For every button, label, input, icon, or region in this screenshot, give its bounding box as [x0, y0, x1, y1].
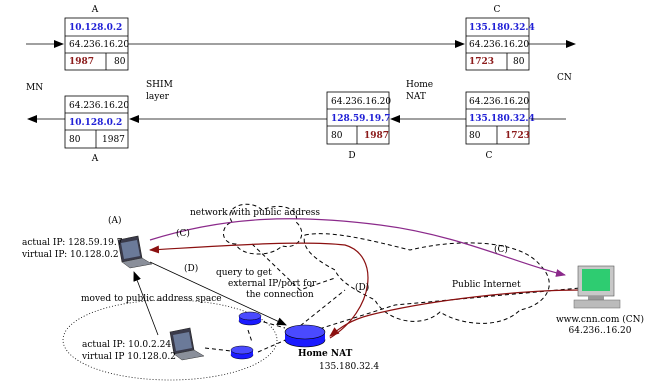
- shim-label-2: layer: [146, 92, 170, 102]
- dashed-link: [251, 243, 336, 291]
- packet-c-bottom: 64.236.16.20 135.180.32.4 80 1723 C: [465, 91, 535, 161]
- src-port: 80: [469, 131, 481, 141]
- router-icon: [230, 345, 254, 360]
- packet-label: D: [348, 151, 355, 161]
- shim-label: SHIM: [146, 80, 173, 90]
- cnn-label-1: www.cnn.com (CN): [556, 314, 644, 325]
- packet-a-bottom: 64.236.16.20 10.128.0.2 80 1987 A: [64, 95, 129, 164]
- dst-port: 80: [513, 57, 525, 67]
- src-ip: 64.236.16.20: [469, 97, 529, 107]
- src-port: 1723: [469, 57, 494, 67]
- cnn-label-2: 64.236..16.20: [569, 326, 632, 336]
- mark-a: (A): [108, 215, 122, 226]
- private-virtual-ip-label: virtual IP 10.128.0.2: [81, 352, 176, 362]
- dst-port: 1987: [364, 131, 389, 141]
- home-nat-ip-label: 135.180.32.4: [319, 362, 379, 372]
- packet-label: C: [494, 5, 501, 15]
- dst-ip: 135.180.32.4: [469, 114, 535, 124]
- actual-ip-label: actual IP: 128.59.19.7: [22, 238, 123, 248]
- packet-label: A: [91, 5, 99, 15]
- query-label-3: the connection: [246, 290, 314, 300]
- dashed-link: [247, 329, 253, 343]
- src-ip: 64.236.16.20: [331, 97, 391, 107]
- mark-c-right: (C): [494, 244, 508, 255]
- dst-ip: 128.59.19.7: [331, 114, 391, 124]
- packet-a-top: A 10.128.0.2 64.236.16.20 1987 80: [64, 5, 129, 71]
- dst-port: 1723: [505, 131, 530, 141]
- packet-label: C: [486, 151, 493, 161]
- network-public-label: network with public address: [190, 208, 320, 218]
- desktop-computer-icon: [573, 265, 621, 309]
- router-icon: [238, 311, 262, 326]
- dst-ip: 64.236.16.20: [69, 40, 129, 50]
- src-port: 80: [331, 131, 343, 141]
- public-network-cloud: [223, 203, 303, 255]
- laptop-icon: [169, 327, 205, 361]
- moved-label: moved to public address space: [81, 294, 222, 304]
- public-internet-cloud: [303, 233, 550, 324]
- mn-label: MN: [26, 83, 43, 93]
- laptop-icon: [117, 235, 153, 269]
- private-actual-ip-label: actual IP: 10.0.2.24: [82, 340, 171, 350]
- mark-c-left: (C): [176, 228, 190, 239]
- dst-port: 80: [114, 57, 126, 67]
- home-nat-label: Home: [406, 80, 433, 90]
- home-nat-label-2: NAT: [406, 92, 426, 102]
- dashed-link: [299, 287, 581, 336]
- router-icon: [284, 324, 326, 348]
- query-label-2: external IP/port for: [228, 279, 317, 289]
- packet-label: A: [91, 154, 99, 164]
- src-port: 1987: [69, 57, 94, 67]
- src-ip: 64.236.16.20: [69, 101, 129, 111]
- dashed-link: [257, 337, 291, 353]
- dst-ip: 64.236.16.20: [469, 40, 529, 50]
- virtual-ip-label: virtual IP: 10.128.0.2: [21, 250, 119, 260]
- query-arrow: [149, 261, 287, 326]
- public-internet-label: Public Internet: [452, 280, 521, 290]
- dst-ip: 10.128.0.2: [69, 118, 122, 128]
- mark-d-right: (D): [355, 282, 369, 293]
- src-ip: 10.128.0.2: [69, 23, 122, 33]
- packet-c-top: C 135.180.32.4 64.236.16.20 1723 80: [465, 5, 535, 71]
- src-ip: 135.180.32.4: [469, 23, 535, 33]
- path-c: [149, 218, 566, 277]
- path-cn-to-nat: [329, 289, 581, 337]
- dashed-link: [294, 289, 346, 331]
- query-label-1: query to get: [216, 268, 272, 278]
- packet-d-bottom: 64.236.16.20 128.59.19.7 80 1987 D: [326, 91, 391, 161]
- home-nat-router-label: Home NAT: [298, 349, 353, 359]
- private-network-region: [62, 299, 278, 381]
- moved-arrow: [133, 271, 159, 336]
- mark-d-left: (D): [184, 263, 198, 274]
- src-port: 80: [69, 135, 81, 145]
- path-d-to-mn: [149, 242, 369, 339]
- cn-label: CN: [557, 73, 572, 83]
- dashed-link: [249, 317, 286, 329]
- dst-port: 1987: [102, 135, 125, 145]
